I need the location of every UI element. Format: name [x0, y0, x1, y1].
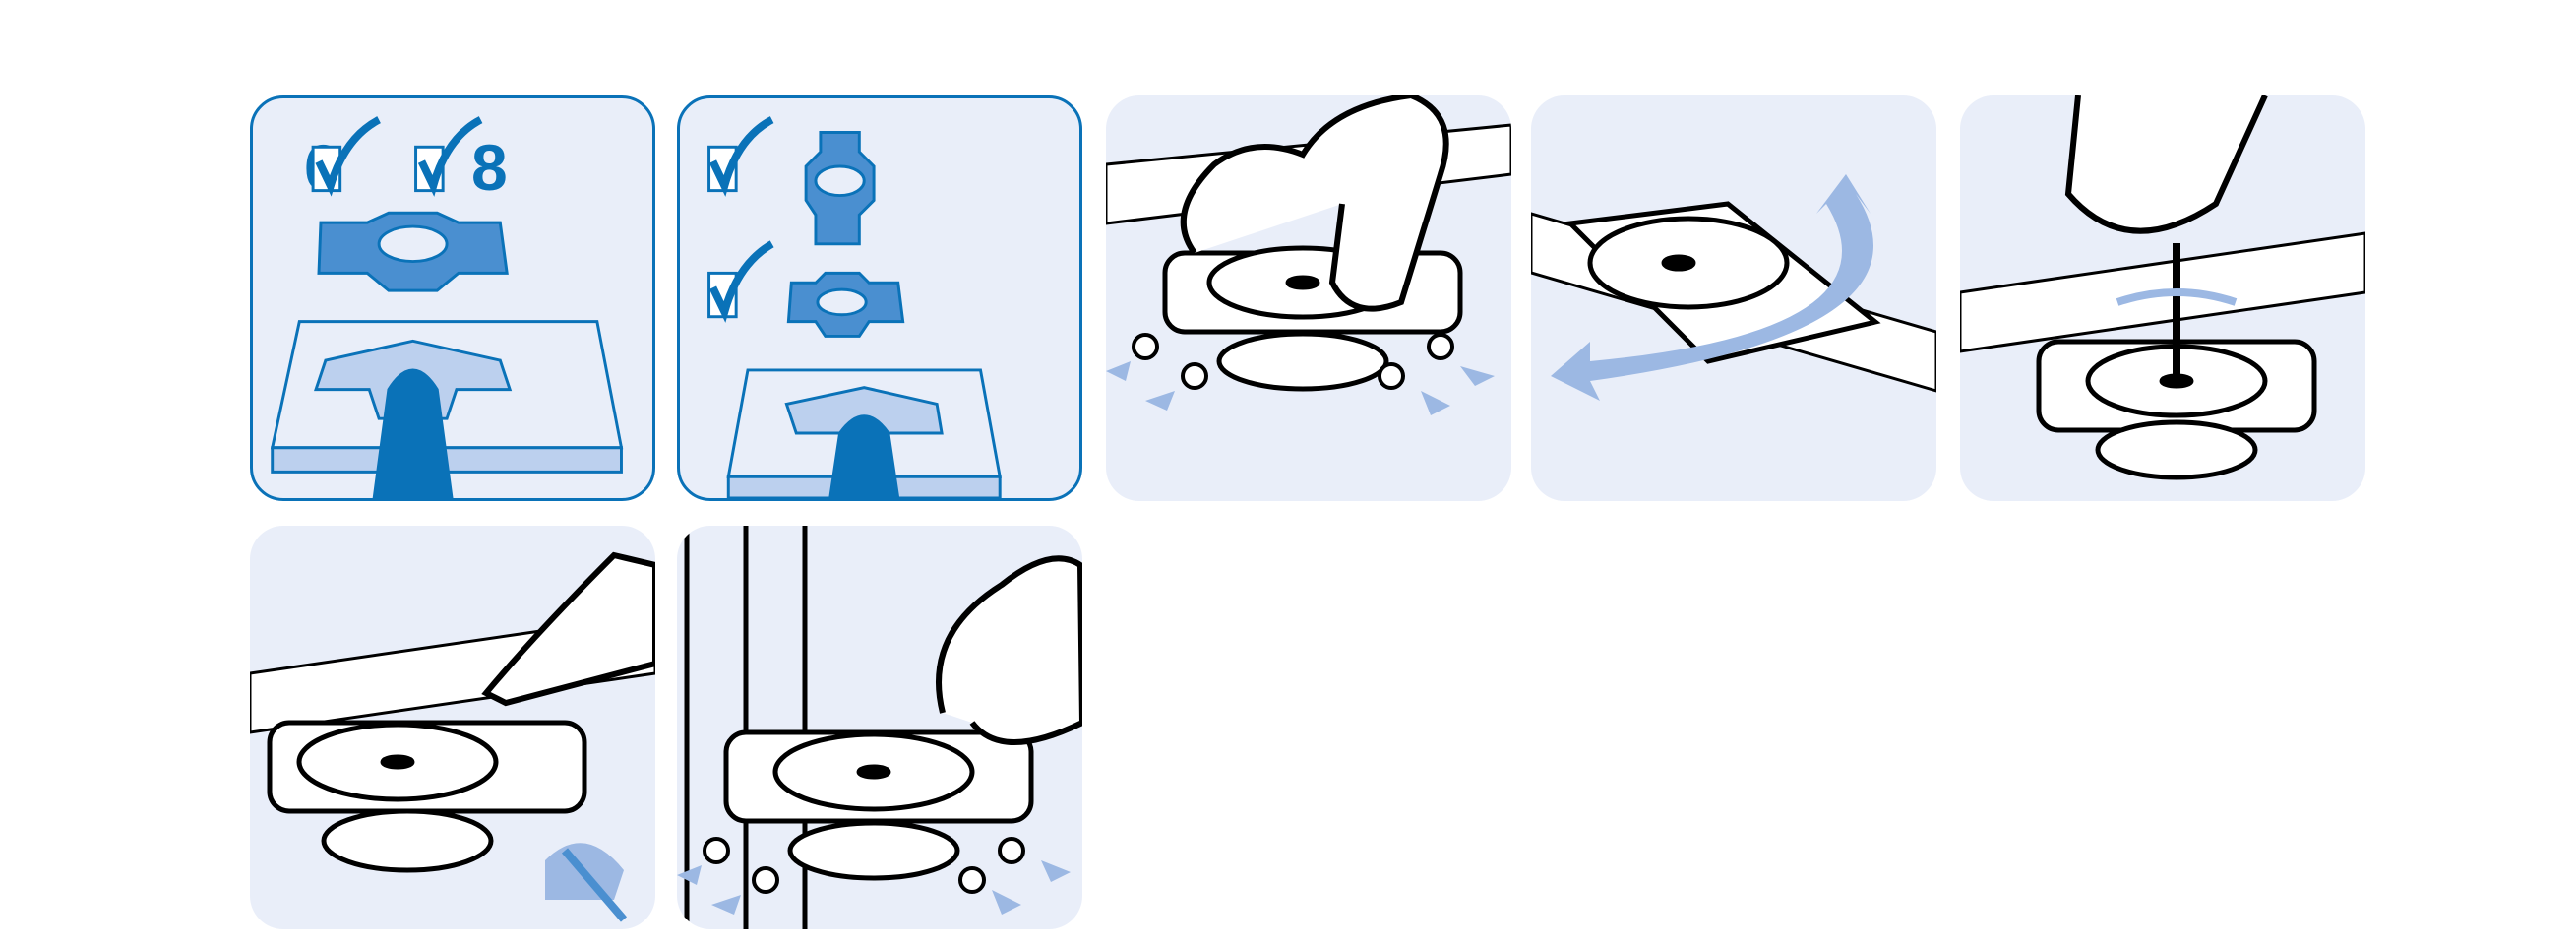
- rotate-arrow-icon: [2116, 288, 2238, 306]
- slide-test-illustration: [250, 551, 655, 922]
- screw-icon: [703, 837, 1025, 894]
- clamp-icon: [2036, 339, 2317, 480]
- hand-icon: [936, 555, 1082, 745]
- hand-icon: [1180, 95, 1449, 312]
- count-eight-label: 8: [471, 131, 508, 204]
- hand-icon: [481, 551, 655, 707]
- step-7-panel: [677, 526, 1082, 929]
- slot-icon: [270, 320, 624, 498]
- slot-icon: [726, 368, 1002, 498]
- no-rotate-icon: [545, 843, 628, 922]
- nut-orientation-illustration: [707, 116, 1002, 498]
- vertical-mount-illustration: [677, 526, 1082, 929]
- hand-icon: [2064, 95, 2268, 234]
- step-4-panel: [1531, 95, 1936, 501]
- rotate-arrow-icon: [1551, 174, 1873, 401]
- nut-icon: [317, 211, 509, 292]
- arrow-icon: [1106, 361, 1495, 415]
- checkmark-icon: [315, 116, 483, 197]
- clamp-icon: [267, 720, 587, 873]
- rail-icon: [684, 526, 808, 929]
- screw-icon: [1132, 333, 1454, 390]
- rotate-clamp-illustration: [1531, 174, 1936, 401]
- insert-screws-illustration: [1106, 95, 1511, 415]
- nut-icon: [786, 131, 905, 338]
- tighten-screw-illustration: [1960, 95, 2365, 480]
- checkmark-icon: [708, 116, 774, 323]
- step-3-panel: [1106, 95, 1511, 501]
- nut-slot-illustration: [270, 116, 624, 498]
- clamp-icon: [1162, 245, 1463, 392]
- step-6-panel: [250, 526, 655, 929]
- step-2-panel: [677, 95, 1082, 501]
- clamp-icon: [723, 729, 1034, 881]
- arrow-icon: [677, 860, 1071, 915]
- step-1-panel: 6 8: [250, 95, 655, 501]
- step-5-panel: [1960, 95, 2365, 501]
